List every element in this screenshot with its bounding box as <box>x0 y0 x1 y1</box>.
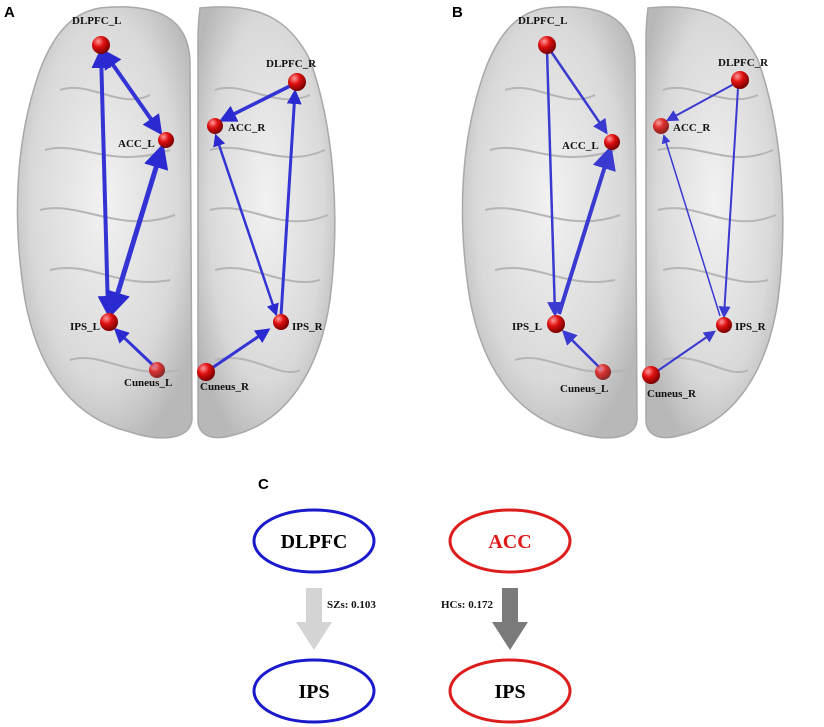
node-acc-r <box>653 118 669 134</box>
edge-cuneus-r-ips-r <box>211 328 271 370</box>
label-ips-l: IPS_L <box>512 321 542 333</box>
edge-dlpfc-l-ips-l <box>545 49 563 317</box>
brain-right-hemisphere <box>197 6 336 439</box>
panel-b-edges <box>545 49 739 373</box>
panel-c: DLPFC SZs: 0.103 IPS ACC HCs: 0.172 IPS <box>252 508 572 724</box>
edge-ips-r-dlpfc-r <box>279 89 302 317</box>
label-dlpfc-l: DLPFC_L <box>518 15 568 27</box>
arrow-hcs <box>492 588 528 650</box>
panel-label-a: A <box>4 4 15 21</box>
label-acc-l: ACC_L <box>562 140 599 152</box>
label-ips-r: IPS_R <box>735 321 767 333</box>
ellipse-ips-right <box>448 658 572 724</box>
label-cuneus-l: Cuneus_L <box>124 377 172 389</box>
node-acc-r <box>207 118 223 134</box>
panel-label-c: C <box>258 476 269 493</box>
edge-ips-r-acc-r <box>661 134 721 317</box>
edge-dlpfc-r-ips-r <box>718 87 739 319</box>
node-ips-l <box>100 313 118 331</box>
label-dlpfc-l: DLPFC_L <box>72 15 122 27</box>
edge-ips-l-acc-l <box>557 145 616 315</box>
label-dlpfc-r: DLPFC_R <box>718 57 769 69</box>
node-dlpfc-l <box>538 36 556 54</box>
label-acc-r: ACC_R <box>228 122 266 134</box>
panel-label-b: B <box>452 4 463 21</box>
text-ips-left: IPS <box>298 681 329 703</box>
edge-dlpfc-r-acc-r <box>218 84 291 122</box>
label-cuneus-r: Cuneus_R <box>200 381 250 393</box>
label-dlpfc-r: DLPFC_R <box>266 58 317 70</box>
panel-a-edges <box>91 48 302 370</box>
edge-cuneus-l-ips-l <box>561 329 603 371</box>
ellipse-acc <box>448 508 572 574</box>
node-cuneus-r <box>642 366 660 384</box>
text-acc: ACC <box>488 531 531 553</box>
node-cuneus-l <box>595 364 611 380</box>
label-acc-l: ACC_L <box>118 138 155 150</box>
edge-dlpfc-l-acc-l <box>101 48 163 136</box>
panel-b: DLPFC_L ACC_L IPS_L Cuneus_L DLPFC_R ACC… <box>461 6 784 439</box>
label-hcs: HCs: 0.172 <box>441 599 493 611</box>
label-acc-r: ACC_R <box>673 122 711 134</box>
text-ips-right: IPS <box>494 681 525 703</box>
node-cuneus-r <box>197 363 215 381</box>
edge-dlpfc-r-acc-r <box>665 83 735 122</box>
edge-ips-r-acc-r <box>213 133 279 317</box>
label-szs: SZs: 0.103 <box>327 599 376 611</box>
brain-right-hemisphere <box>645 6 784 439</box>
node-dlpfc-r <box>731 71 749 89</box>
node-acc-l <box>604 134 620 150</box>
label-ips-r: IPS_R <box>292 321 324 333</box>
node-ips-r <box>716 317 732 333</box>
edge-cuneus-r-ips-r <box>655 330 716 373</box>
node-dlpfc-r <box>288 73 306 91</box>
edge-dlpfc-l-acc-l <box>548 49 608 135</box>
edge-cuneus-l-ips-l <box>113 327 158 370</box>
ellipse-dlpfc <box>252 508 376 574</box>
node-acc-l <box>158 132 174 148</box>
node-ips-l <box>547 315 565 333</box>
label-cuneus-r: Cuneus_R <box>647 388 697 400</box>
node-cuneus-l <box>149 362 165 378</box>
label-ips-l: IPS_L <box>70 321 100 333</box>
panel-a: DLPFC_L ACC_L IPS_L Cuneus_L DLPFC_R ACC… <box>16 6 336 439</box>
arrow-szs <box>296 588 332 650</box>
label-cuneus-l: Cuneus_L <box>560 383 608 395</box>
ellipse-ips-left <box>252 658 376 724</box>
text-dlpfc: DLPFC <box>281 531 348 553</box>
node-ips-r <box>273 314 289 330</box>
node-dlpfc-l <box>92 36 110 54</box>
edge-ips-l-acc-l <box>105 143 169 317</box>
